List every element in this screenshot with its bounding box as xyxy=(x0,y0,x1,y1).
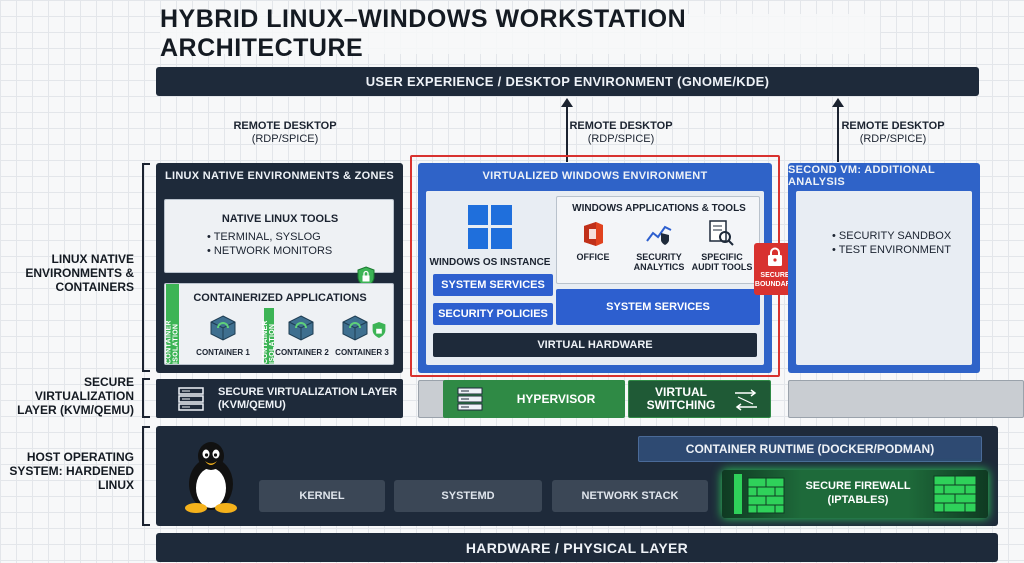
second-vm-list: • SECURITY SANDBOX • TEST ENVIRONMENT xyxy=(832,230,952,256)
native-linux-tools-box: NATIVE LINUX TOOLS • TERMINAL, SYSLOG • … xyxy=(164,199,394,273)
hardware-layer-bar: HARDWARE / PHYSICAL LAYER xyxy=(156,533,998,562)
container-cube-icon xyxy=(210,315,236,341)
audit-tools-icon xyxy=(709,220,734,246)
remote-desktop-label-3: REMOTE DESKTOP (RDP/SPICE) xyxy=(841,120,945,145)
virtual-switching-label: VIRTUAL SWITCHING xyxy=(646,385,716,412)
kernel-box: KERNEL xyxy=(259,480,385,512)
container-1-label: CONTAINER 1 xyxy=(196,348,250,357)
firewall-brick-icon xyxy=(734,474,785,514)
container-cube-icon xyxy=(342,315,368,341)
system-services-box: SYSTEM SERVICES xyxy=(433,274,553,296)
switch-arrows-icon xyxy=(735,389,757,411)
remote-link-line xyxy=(837,106,839,162)
windows-apps-box: WINDOWS APPLICATIONS & TOOLS OFFICE SECU… xyxy=(556,196,760,284)
side-label-host-os: HOST OPERATING SYSTEM: HARDENED LINUX xyxy=(9,450,134,492)
container-2-label: CONTAINER 2 xyxy=(275,348,329,357)
virtual-switching-box: VIRTUAL SWITCHING xyxy=(628,380,771,418)
secure-firewall-label: SECURE FIREWALL (IPTABLES) xyxy=(805,480,911,506)
second-vm-header: SECOND VM: ADDITIONAL ANALYSIS xyxy=(788,164,935,188)
security-policies-box: SECURITY POLICIES xyxy=(433,303,553,325)
hypervisor-area: HYPERVISOR xyxy=(418,380,625,418)
remote-desktop-label-2: REMOTE DESKTOP (RDP/SPICE) xyxy=(569,120,673,145)
container-3-label: CONTAINER 3 xyxy=(335,348,389,357)
desktop-environment-bar: USER EXPERIENCE / DESKTOP ENVIRONMENT (G… xyxy=(156,67,979,96)
arrow-up-icon xyxy=(832,98,844,107)
server-icon xyxy=(457,387,483,411)
windows-apps-title: WINDOWS APPLICATIONS & TOOLS xyxy=(572,203,746,214)
audit-tools-label: SPECIFIC AUDIT TOOLS xyxy=(691,252,753,272)
virtualized-windows-panel: VIRTUALIZED WINDOWS ENVIRONMENT WINDOWS … xyxy=(418,163,772,373)
bracket-virt xyxy=(142,378,150,418)
native-tools-list: • TERMINAL, SYSLOG • NETWORK MONITORS xyxy=(207,231,333,257)
app-system-services-box: SYSTEM SERVICES xyxy=(556,289,760,325)
systemd-box: SYSTEMD xyxy=(394,480,542,512)
container-cube-icon xyxy=(288,315,314,341)
second-vm-virt-connector xyxy=(788,380,1024,418)
firewall-brick-icon xyxy=(933,475,977,513)
side-label-linux-envs: LINUX NATIVE ENVIRONMENTS & CONTAINERS xyxy=(25,252,134,294)
second-vm-inner: • SECURITY SANDBOX • TEST ENVIRONMENT xyxy=(796,191,972,365)
security-analytics-label: SECURITY ANALYTICS xyxy=(633,252,685,272)
linux-native-panel: LINUX NATIVE ENVIRONMENTS & ZONES NATIVE… xyxy=(156,163,403,373)
bracket-host xyxy=(142,426,150,526)
diagram-title: HYBRID LINUX–WINDOWS WORKSTATION ARCHITE… xyxy=(160,5,880,62)
second-vm-panel: SECOND VM: ADDITIONAL ANALYSIS • SECURIT… xyxy=(788,163,980,373)
container-runtime-box: CONTAINER RUNTIME (DOCKER/PODMAN) xyxy=(638,436,982,462)
containerized-apps-box: CONTAINERIZED APPLICATIONS CONTAINER ISO… xyxy=(164,283,394,365)
remote-desktop-label-1: REMOTE DESKTOP (RDP/SPICE) xyxy=(233,120,337,145)
secure-virtualization-layer-label: SECURE VIRTUALIZATION LAYER (KVM/QEMU) xyxy=(218,386,398,411)
windows-panel-header: VIRTUALIZED WINDOWS ENVIRONMENT xyxy=(482,170,708,182)
server-icon xyxy=(178,387,204,411)
container-isolation-strip: CONTAINER ISOLATION xyxy=(166,284,180,364)
hypervisor-label: HYPERVISOR xyxy=(516,392,596,406)
bracket-linux xyxy=(142,163,150,372)
native-tools-title: NATIVE LINUX TOOLS xyxy=(221,213,339,225)
office-icon xyxy=(584,222,603,246)
host-os-panel: CONTAINER RUNTIME (DOCKER/PODMAN) KERNEL… xyxy=(156,426,998,526)
windows-os-instance-label: WINDOWS OS INSTANCE xyxy=(429,257,551,268)
shield-lock-icon xyxy=(372,322,386,338)
network-stack-box: NETWORK STACK xyxy=(552,480,708,512)
secure-boundary-label: SECURE BOUNDARY xyxy=(754,272,796,288)
office-label: OFFICE xyxy=(576,252,610,262)
secure-firewall-box: SECURE FIREWALL (IPTABLES) xyxy=(722,470,988,518)
arrow-up-icon xyxy=(561,98,573,107)
remote-link-line xyxy=(566,106,568,162)
hypervisor-box: HYPERVISOR xyxy=(443,380,625,418)
linux-tux-icon xyxy=(185,442,237,513)
shield-lock-icon xyxy=(357,266,375,288)
windows-logo-icon xyxy=(468,205,512,249)
side-label-virt-layer: SECURE VIRTUALIZATION LAYER (KVM/QEMU) xyxy=(17,375,134,417)
padlock-icon xyxy=(768,247,782,266)
linux-panel-header: LINUX NATIVE ENVIRONMENTS & ZONES xyxy=(164,170,395,182)
security-analytics-icon xyxy=(646,225,672,245)
virtual-hardware-box: VIRTUAL HARDWARE xyxy=(433,333,757,357)
windows-inner-area: WINDOWS OS INSTANCE SYSTEM SERVICES SECU… xyxy=(426,191,764,365)
containerized-apps-title: CONTAINERIZED APPLICATIONS xyxy=(193,292,367,304)
secure-virtualization-layer-box: SECURE VIRTUALIZATION LAYER (KVM/QEMU) xyxy=(156,379,403,418)
